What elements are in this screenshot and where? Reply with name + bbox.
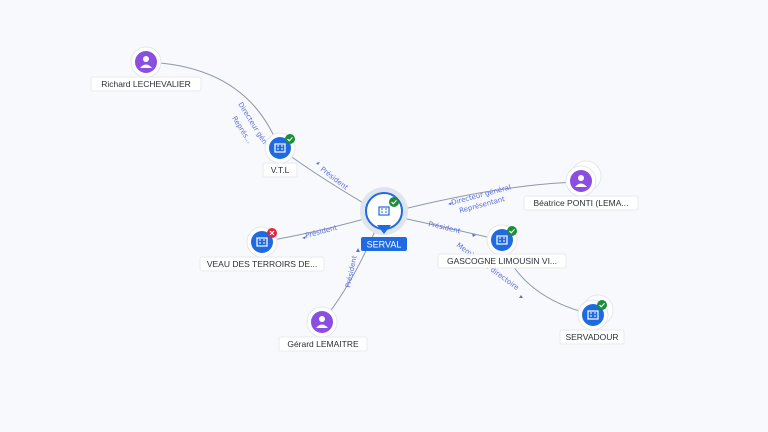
person-icon-head bbox=[578, 175, 584, 181]
building-icon bbox=[269, 137, 291, 159]
building-icon-shape bbox=[496, 235, 508, 245]
node-vtl[interactable]: V.T.L bbox=[262, 132, 298, 178]
node-beatrice[interactable]: Béatrice PONTI (LEMA... bbox=[523, 160, 639, 211]
person-icon-body bbox=[575, 183, 587, 187]
building-icon-windows bbox=[259, 239, 265, 244]
active-badge-icon bbox=[507, 226, 517, 236]
edge-label: Président bbox=[304, 224, 338, 240]
person-icon-body bbox=[140, 64, 152, 68]
node-servadour[interactable]: SERVADOUR bbox=[559, 294, 625, 345]
node-label-box bbox=[262, 162, 298, 178]
building-icon-windows bbox=[277, 145, 283, 150]
building-icon bbox=[582, 304, 604, 326]
node-label: SERVADOUR bbox=[565, 332, 618, 342]
person-icon-head bbox=[319, 316, 325, 322]
arrowhead bbox=[472, 234, 476, 237]
edge-label: Président bbox=[428, 220, 462, 235]
center-node-serval[interactable]: SERVAL bbox=[360, 187, 408, 251]
arrowhead bbox=[316, 162, 320, 165]
building-icon bbox=[378, 206, 390, 216]
building-icon-shape bbox=[256, 237, 268, 247]
center-label: SERVAL bbox=[367, 240, 402, 250]
edge-label: Président bbox=[344, 255, 359, 289]
building-icon-shape bbox=[587, 310, 599, 320]
close-icon bbox=[269, 230, 275, 236]
person-icon-head bbox=[143, 56, 149, 62]
node-label-box bbox=[278, 336, 368, 352]
edge-richard-vtl bbox=[145, 61, 280, 149]
node-label: GASCOGNE LIMOUSIN VI... bbox=[447, 256, 557, 266]
person-icon-body bbox=[316, 324, 328, 328]
center-label-pill bbox=[361, 237, 407, 251]
edge-beatrice-serval bbox=[383, 181, 581, 215]
check-icon bbox=[509, 228, 515, 234]
node-richard[interactable]: Richard LECHEVALIER bbox=[90, 46, 202, 92]
building-icon bbox=[491, 229, 513, 251]
building-icon bbox=[251, 231, 273, 253]
center-pin-tip bbox=[377, 225, 391, 234]
node-gascogne[interactable]: GASCOGNE LIMOUSIN VI... bbox=[437, 224, 567, 269]
active-badge-icon bbox=[597, 300, 607, 310]
node-label: VEAU DES TERROIRS DE... bbox=[207, 259, 317, 269]
node-label-box bbox=[90, 76, 202, 92]
arrowhead bbox=[519, 295, 523, 298]
arrowhead bbox=[302, 236, 306, 239]
edge-gascogne-servadour bbox=[499, 239, 595, 316]
arrowhead bbox=[356, 248, 360, 252]
check-icon bbox=[391, 199, 397, 205]
building-icon-windows bbox=[381, 208, 387, 213]
active-badge-icon bbox=[285, 134, 295, 144]
building-icon-shape bbox=[274, 143, 286, 153]
node-label: Richard LECHEVALIER bbox=[101, 79, 191, 89]
building-icon-windows bbox=[590, 312, 596, 317]
arrowhead bbox=[448, 202, 452, 205]
check-icon bbox=[287, 136, 293, 142]
building-icon-windows bbox=[499, 237, 505, 242]
node-gerard[interactable]: Gérard LEMAITRE bbox=[278, 306, 368, 352]
node-label: V.T.L bbox=[271, 165, 290, 175]
node-label: Gérard LEMAITRE bbox=[287, 339, 359, 349]
node-label-box bbox=[437, 253, 567, 269]
node-label-box bbox=[199, 256, 325, 272]
check-icon bbox=[599, 302, 605, 308]
node-label-box bbox=[559, 329, 625, 345]
node-label: Béatrice PONTI (LEMA... bbox=[534, 198, 629, 208]
active-badge-icon bbox=[389, 197, 399, 207]
node-veau[interactable]: VEAU DES TERROIRS DE... bbox=[199, 226, 325, 272]
node-label-box bbox=[523, 195, 639, 211]
